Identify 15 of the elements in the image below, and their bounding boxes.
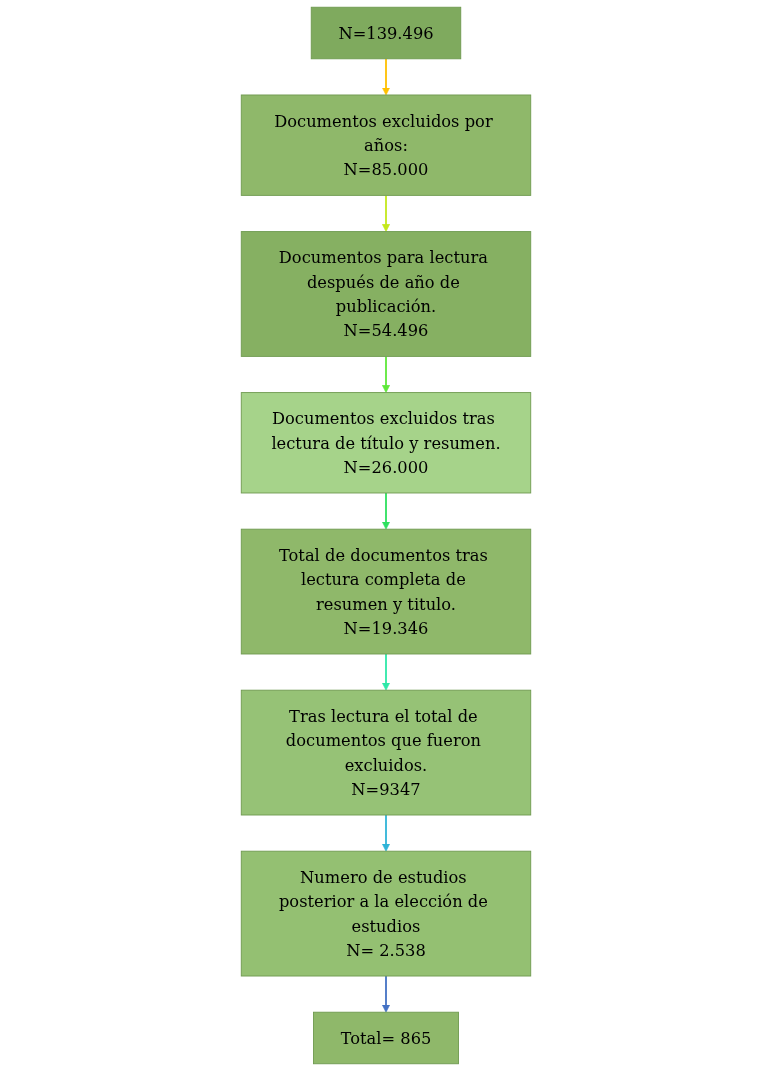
arrow (382, 653, 390, 691)
arrow (382, 355, 390, 393)
node-box: Documentos para lectura después de año de publicación. N=54.496 (240, 231, 532, 357)
arrow (382, 975, 390, 1013)
node-box: Total de documentos tras lectura completa de resumen y titulo. N=19.346 (240, 528, 532, 655)
arrow (382, 492, 390, 530)
arrow (382, 57, 390, 96)
node-box: Documentos excluidos por años: N=85.000 (240, 94, 532, 196)
node-box: Documentos excluidos tras lectura de título y resumen. N=26.000 (240, 392, 532, 494)
node-box: N=139.496 (310, 6, 462, 60)
node-box: Total= 865 (313, 1011, 459, 1065)
node-box: Tras lectura el total de documentos que fueron excluidos. N=9347 (240, 689, 532, 816)
node-box: Numero de estudios posterior a la elección de estudios N= 2.538 (240, 850, 532, 977)
arrow (382, 194, 390, 232)
arrow (382, 814, 390, 852)
